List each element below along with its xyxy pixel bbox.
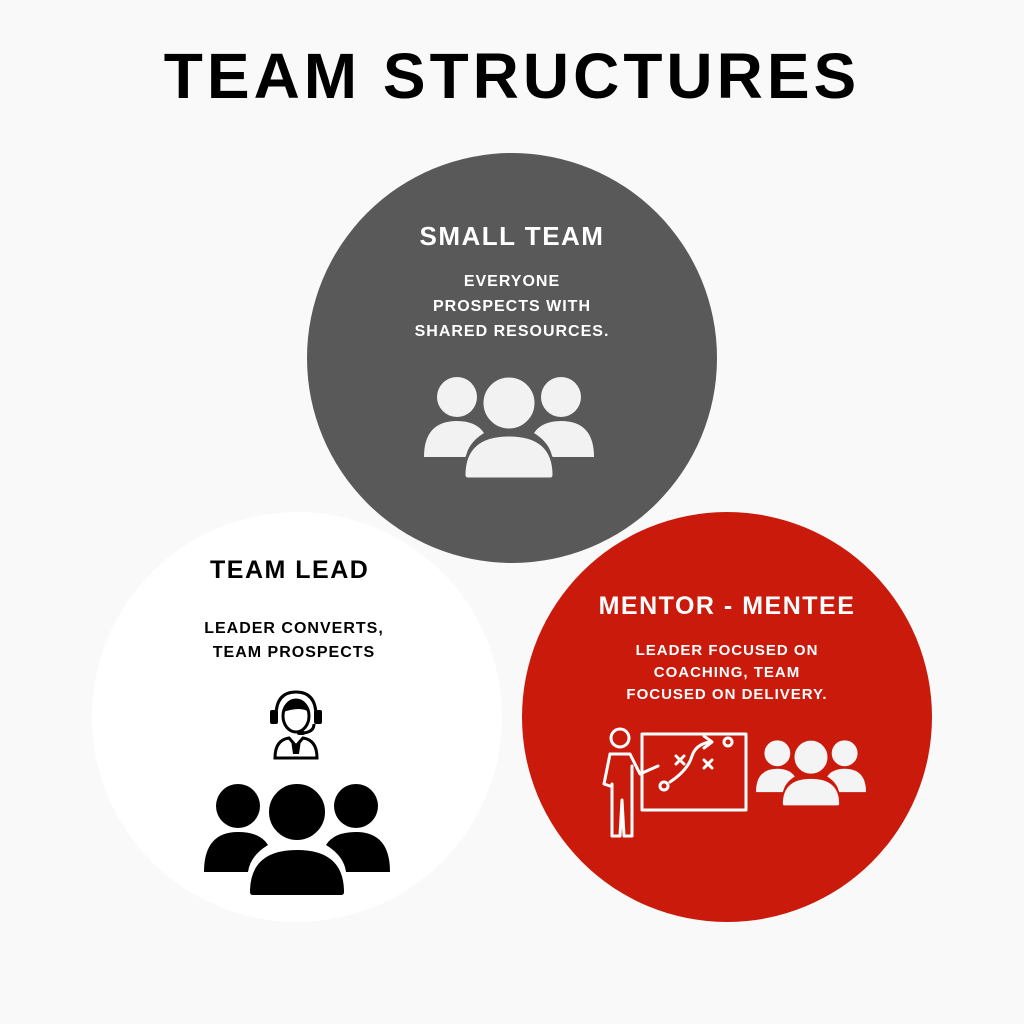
mentor-mentee-circle: MENTOR - MENTEE LEADER FOCUSED ON COACHI… xyxy=(522,512,932,922)
people-group-icon xyxy=(204,782,390,897)
team-lead-heading: TEAM LEAD xyxy=(210,556,370,584)
team-lead-circle: TEAM LEAD LEADER CONVERTS, TEAM PROSPECT… xyxy=(92,512,502,922)
small-team-description-line: SHARED RESOURCES. xyxy=(414,323,610,340)
coach-whiteboard-icon xyxy=(602,727,748,838)
small-team-description: EVERYONE PROSPECTS WITH SHARED RESOURCES… xyxy=(307,269,717,344)
mentor-mentee-description-line: COACHING, TEAM xyxy=(653,664,801,681)
mentor-mentee-heading: MENTOR - MENTEE xyxy=(598,592,856,620)
team-lead-description: LEADER CONVERTS, TEAM PROSPECTS xyxy=(184,617,404,665)
small-team-description-line: EVERYONE xyxy=(463,273,561,290)
people-group-icon xyxy=(756,738,866,808)
small-team-heading: SMALL TEAM xyxy=(419,221,605,251)
mentor-mentee-description-line: FOCUSED ON DELIVERY. xyxy=(626,686,828,703)
headset-operator-icon xyxy=(270,690,322,760)
team-lead-description-line: LEADER CONVERTS, xyxy=(204,620,384,637)
small-team-circle: SMALL TEAM EVERYONE PROSPECTS WITH SHARE… xyxy=(307,153,717,563)
page-title: TEAM STRUCTURES xyxy=(163,40,861,112)
small-team-description-line: PROSPECTS WITH xyxy=(432,298,591,315)
team-lead-description-line: TEAM PROSPECTS xyxy=(212,644,376,661)
mentor-mentee-description-line: LEADER FOCUSED ON xyxy=(635,642,819,659)
people-group-icon xyxy=(424,375,594,480)
mentor-mentee-description: LEADER FOCUSED ON COACHING, TEAM FOCUSED… xyxy=(522,640,932,706)
